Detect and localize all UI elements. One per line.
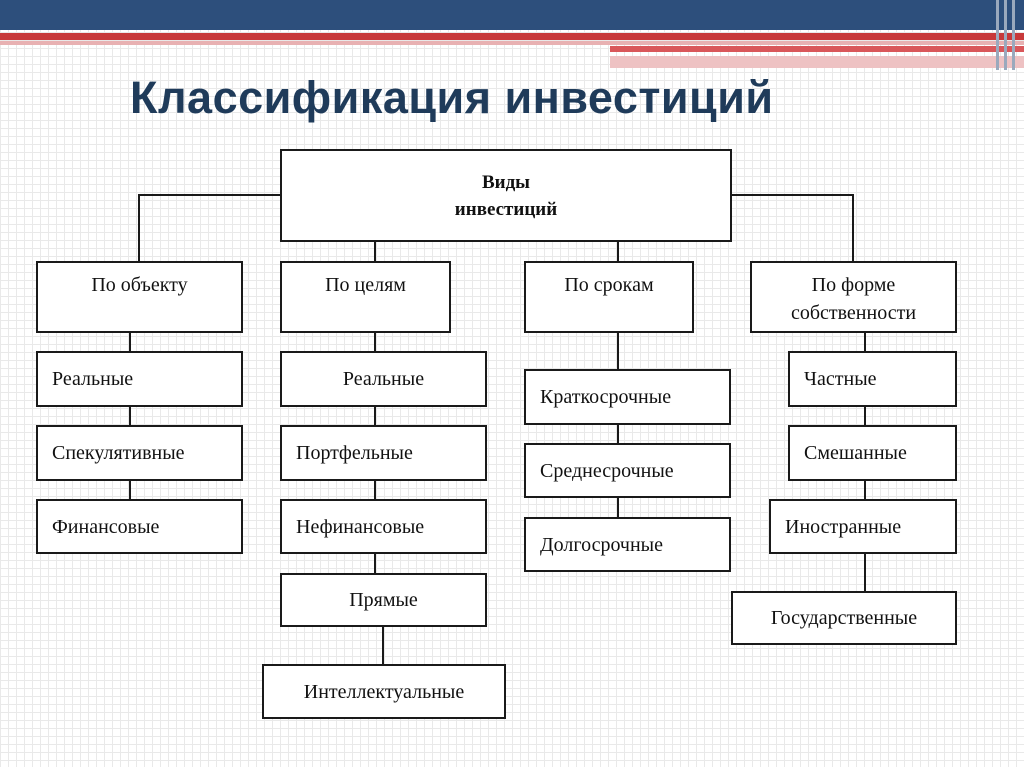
goals-item-portfolio: Портфельные (280, 425, 487, 481)
ownership-item-foreign: Иностранные (769, 499, 957, 554)
goals-item-real: Реальные (280, 351, 487, 407)
root-node: Виды инвестиций (280, 149, 732, 242)
category-by-ownership: По форме собственности (750, 261, 957, 333)
object-item-financial: Финансовые (36, 499, 243, 554)
connector-root-ownership (732, 194, 854, 261)
object-item-speculative: Спекулятивные (36, 425, 243, 481)
ownership-item-private: Частные (788, 351, 957, 407)
category-by-object: По объекту (36, 261, 243, 333)
root-label-line2: инвестиций (454, 198, 558, 220)
header-navy-bar (0, 0, 1024, 30)
ownership-item-mixed: Смешанные (788, 425, 957, 481)
terms-item-medium: Среднесрочные (524, 443, 731, 498)
ownership-item-state: Государственные (731, 591, 957, 645)
header-pink-bar (0, 41, 1024, 45)
header-stripe-2 (1004, 0, 1007, 70)
connector-root-object (138, 194, 280, 261)
goals-item-nonfinancial: Нефинансовые (280, 499, 487, 554)
root-label-line1: Виды (481, 171, 531, 193)
object-item-real: Реальные (36, 351, 243, 407)
header-stripe-1 (996, 0, 999, 70)
header-red-bar (0, 33, 1024, 40)
goals-item-direct: Прямые (280, 573, 487, 627)
page-title: Классификация инвестиций (130, 72, 774, 123)
header-stripe-3 (1012, 0, 1015, 70)
terms-item-long: Долгосрочные (524, 517, 731, 572)
terms-item-short: Краткосрочные (524, 369, 731, 425)
header-pink-accent (610, 56, 1024, 68)
category-by-terms: По срокам (524, 261, 694, 333)
goals-item-intellectual: Интеллектуальные (262, 664, 506, 719)
category-by-goals: По целям (280, 261, 451, 333)
header-red-accent (610, 46, 1024, 52)
